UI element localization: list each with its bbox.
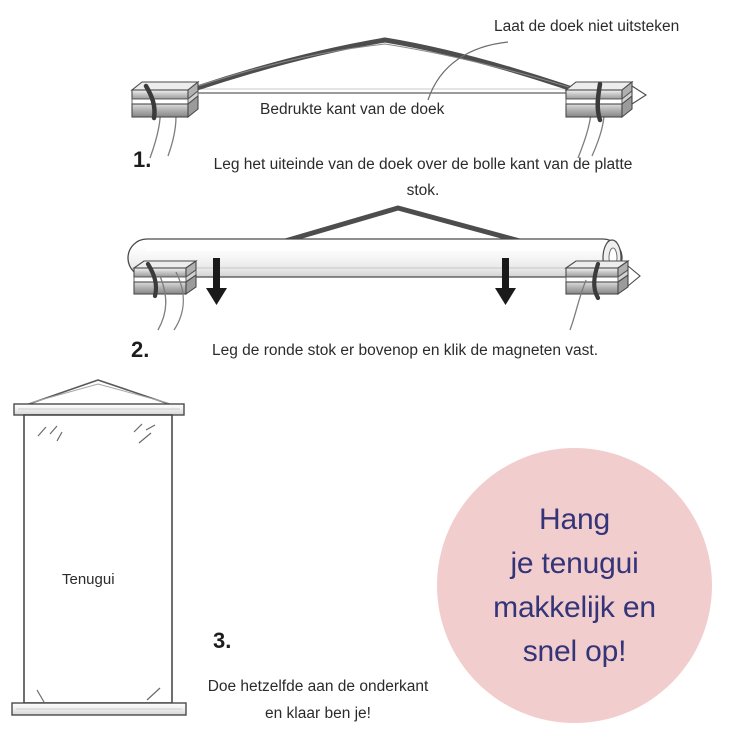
magnet-clip-icon — [130, 80, 200, 121]
step-3-number: 3. — [213, 628, 232, 653]
step-1-caption: Leg het uiteinde van de doek over de bol… — [158, 152, 688, 204]
step-3-caption: Doe hetzelfde aan de onderkant en klaar … — [207, 678, 429, 722]
leader-line-overhang — [427, 41, 509, 101]
promo-badge: Hang je tenugui makkelijk en snel op! — [437, 448, 712, 723]
step-1-caption-line-2: stok. — [406, 182, 440, 199]
step-1-number: 1. — [133, 147, 152, 172]
promo-badge-text: Hang je tenugui makkelijk en snel op! — [493, 502, 656, 668]
flat-stick-icon — [178, 88, 590, 94]
step2-illustration — [127, 205, 641, 331]
annotation-printed-side: Bedrukte kant van de doek — [260, 101, 445, 118]
step-1-caption-line-1: Leg het uiteinde van de doek over de bol… — [213, 156, 633, 173]
step1-illustration — [130, 37, 648, 159]
magnet-clip-icon — [564, 259, 641, 331]
step-2-caption: Leg de ronde stok er bovenop en klik de … — [212, 342, 599, 359]
magnet-clip-icon — [132, 259, 198, 331]
fabric-drape — [265, 205, 545, 250]
hanging-scroll-icon — [11, 379, 187, 716]
round-stick-icon — [127, 238, 623, 278]
down-arrow-icon — [495, 258, 516, 305]
annotation-no-overhang: Laat de doek niet uitsteken — [494, 18, 680, 35]
scroll-panel-label: Tenugui — [62, 571, 115, 588]
fabric-drape — [149, 37, 615, 159]
magnet-clip-icon — [564, 80, 648, 123]
down-arrow-icon — [206, 258, 227, 305]
step-2-number: 2. — [131, 337, 150, 362]
